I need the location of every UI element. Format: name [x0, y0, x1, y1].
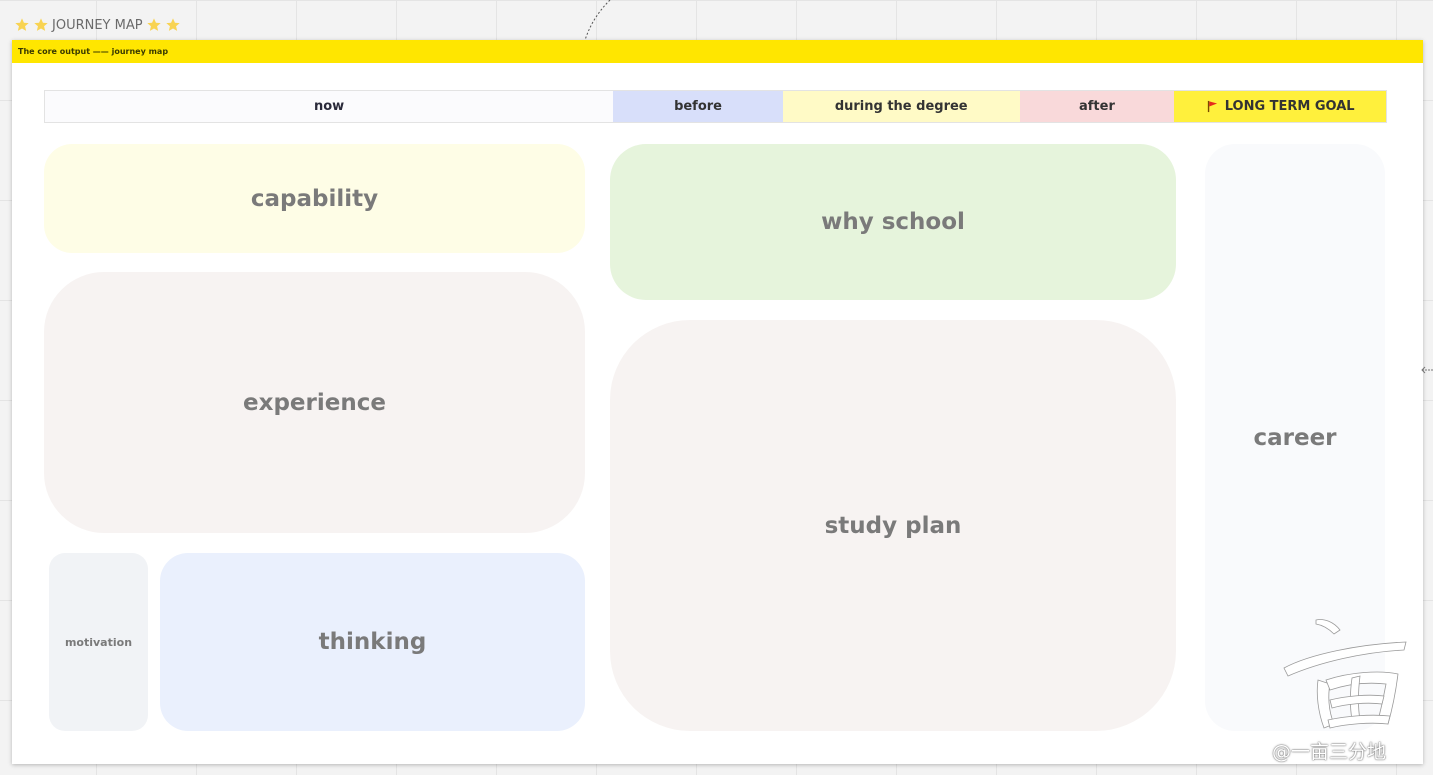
red-flag-icon — [1207, 100, 1217, 113]
card-label: motivation — [64, 635, 133, 649]
card-label: capability — [250, 185, 379, 212]
stage-label: LONG TERM GOAL — [1224, 99, 1355, 114]
stage-now[interactable]: now — [45, 91, 614, 122]
star-icon — [34, 18, 48, 31]
card-thinking[interactable]: thinking — [160, 553, 585, 731]
journey-map-board[interactable]: The core output —— journey map now befor… — [12, 40, 1423, 764]
card-label: career — [1253, 424, 1337, 451]
stage-label: during the degree — [834, 99, 968, 114]
star-icon — [146, 18, 161, 31]
card-label: experience — [243, 389, 386, 416]
card-experience[interactable]: experience — [44, 272, 585, 533]
card-label: thinking — [318, 629, 427, 655]
banner-text: The core output —— journey map — [18, 47, 169, 56]
card-label: study plan — [824, 512, 962, 539]
timeline: now before during the degree after LONG … — [44, 90, 1387, 123]
banner[interactable]: The core output —— journey map — [12, 40, 1423, 63]
stage-label: after — [1078, 99, 1115, 114]
card-label: why school — [821, 209, 965, 235]
arrow-left-icon[interactable] — [1421, 365, 1433, 375]
frame-title[interactable]: JOURNEY MAP — [14, 15, 181, 35]
stage-label: before — [674, 99, 722, 114]
watermark-text: @一亩三分地 — [1272, 741, 1387, 763]
star-icon — [165, 18, 180, 31]
stage-after[interactable]: after — [1019, 91, 1175, 122]
stage-long-term-goal[interactable]: LONG TERM GOAL — [1174, 91, 1386, 122]
watermark-logo — [1283, 619, 1407, 729]
stage-label: now — [313, 99, 345, 114]
star-icon — [15, 18, 29, 31]
card-capability[interactable]: capability — [44, 144, 585, 253]
stage-before[interactable]: before — [613, 91, 783, 122]
card-why-school[interactable]: why school — [610, 144, 1176, 300]
card-study-plan[interactable]: study plan — [610, 320, 1176, 731]
stage-during-the-degree[interactable]: during the degree — [782, 91, 1020, 122]
frame-title-text: JOURNEY MAP — [52, 17, 143, 33]
card-career[interactable]: career — [1205, 144, 1385, 731]
card-motivation[interactable]: motivation — [49, 553, 148, 731]
